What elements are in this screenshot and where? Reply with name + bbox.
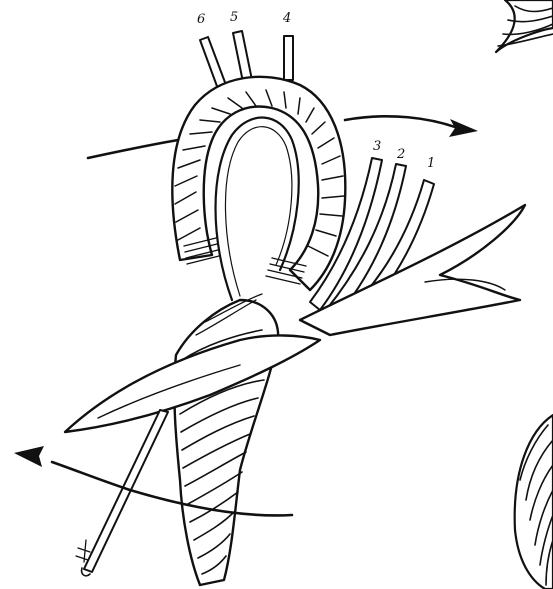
partial-rope-top-right [496,0,553,52]
strand-label-5: 5 [230,10,238,25]
upper-arrowhead [449,119,478,137]
partial-rope-bottom-right [515,415,553,589]
strand-label-2: 2 [396,147,405,162]
lower-arrowhead [14,446,44,467]
upper-rotation-arrow [88,116,478,158]
strand-label-1: 1 [427,156,435,171]
lower-rotation-arrow [14,446,292,515]
eye-loop [172,77,345,300]
strand-label-6: 6 [197,12,205,27]
strand-label-3: 3 [373,139,381,154]
fid-handle [76,410,168,576]
strand-label-4: 4 [282,11,291,26]
